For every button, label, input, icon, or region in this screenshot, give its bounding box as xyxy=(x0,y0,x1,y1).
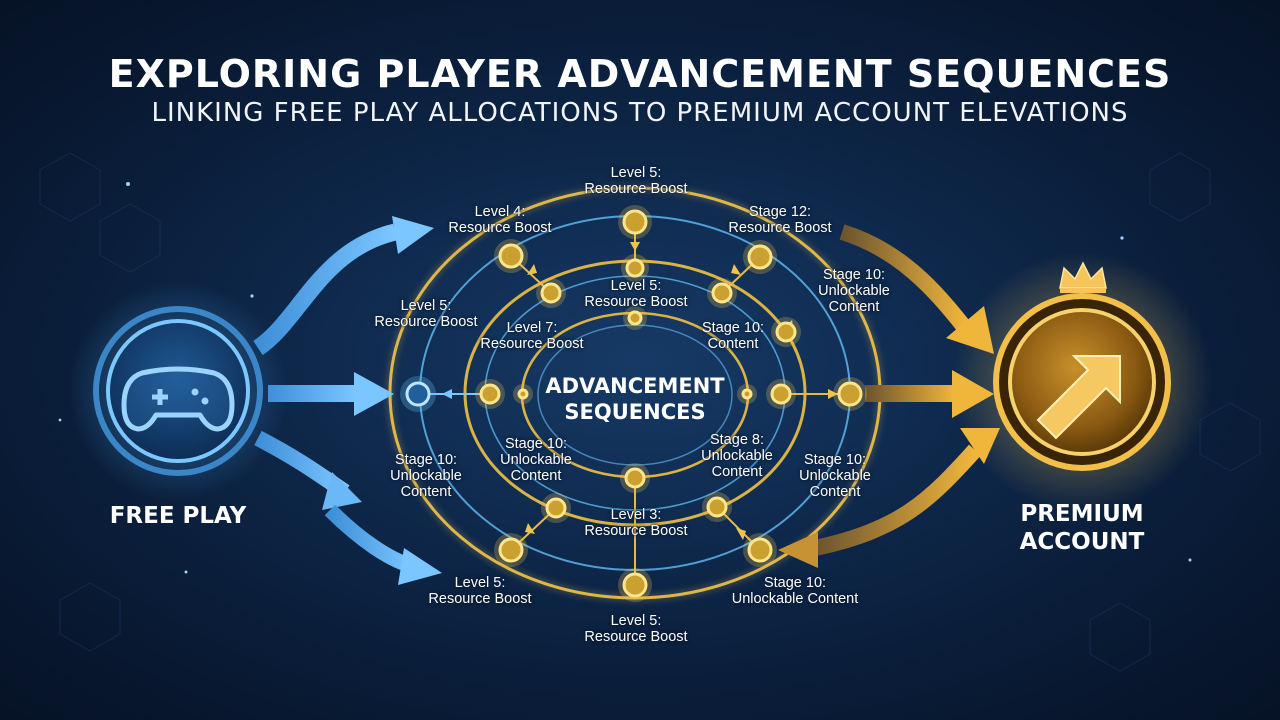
sequence-node[interactable] xyxy=(747,537,773,563)
node-label-text: Unlockable xyxy=(818,283,890,299)
node-label: Stage 10:Content xyxy=(648,320,818,352)
free-play-arrows xyxy=(253,216,442,585)
sequence-node[interactable] xyxy=(540,282,562,304)
node-label-title: Level 5: xyxy=(610,278,662,294)
node-label-title: Level 4: xyxy=(474,204,526,220)
page-title: EXPLORING PLAYER ADVANCEMENT SEQUENCES xyxy=(108,52,1172,96)
sequence-node[interactable] xyxy=(741,388,753,400)
node-label-text: Resource Boost xyxy=(374,314,478,330)
node-label-text: Resource Boost xyxy=(584,181,688,197)
center-title-line2: SEQUENCES xyxy=(564,400,706,424)
free-play-label: FREE PLAY xyxy=(109,503,247,529)
sequence-node[interactable] xyxy=(622,209,648,235)
node-label-text: Unlockable Content xyxy=(731,591,859,607)
crown-icon xyxy=(1059,261,1107,293)
node-label-text: Content xyxy=(707,336,759,352)
node-label-text: Resource Boost xyxy=(584,523,688,539)
center-title-line1: ADVANCEMENT xyxy=(545,374,725,398)
node-label: Level 7:Resource Boost xyxy=(447,320,617,352)
center-title: ADVANCEMENT SEQUENCES xyxy=(520,373,750,425)
sequence-node[interactable] xyxy=(545,497,567,519)
sequence-node[interactable] xyxy=(625,258,645,278)
node-label-title: Stage 10: xyxy=(394,452,458,468)
gamepad-icon xyxy=(121,366,235,432)
node-label-title: Level 5: xyxy=(454,575,506,591)
node-label-text: Resource Boost xyxy=(428,591,532,607)
node-label: Level 5:Resource Boost xyxy=(551,613,721,645)
node-label-text: Content xyxy=(828,299,880,315)
node-label: Level 3:Resource Boost xyxy=(551,507,721,539)
node-label-title: Level 5: xyxy=(610,613,662,629)
premium-label-line2: ACCOUNT xyxy=(1019,529,1145,555)
node-label-title: Level 3: xyxy=(610,507,662,523)
node-label-title: Level 5: xyxy=(400,298,452,314)
node-label-text: Content xyxy=(510,468,562,484)
sequence-node[interactable] xyxy=(770,383,792,405)
sequence-node[interactable] xyxy=(837,381,863,407)
node-label-title: Stage 10: xyxy=(504,436,568,452)
node-label-title: Level 7: xyxy=(506,320,558,336)
premium-account-label: PREMIUM ACCOUNT xyxy=(992,500,1172,556)
sequence-node[interactable] xyxy=(706,496,728,518)
node-label: Level 5:Resource Boost xyxy=(341,298,511,330)
node-label-title: Level 5: xyxy=(610,165,662,181)
node-label-text: Content xyxy=(711,464,763,480)
entry-node[interactable] xyxy=(405,381,431,407)
premium-arrows xyxy=(778,224,1000,568)
page-subtitle: LINKING FREE PLAY ALLOCATIONS TO PREMIUM… xyxy=(151,98,1129,128)
sequence-node[interactable] xyxy=(517,388,529,400)
node-label: Stage 10:Unlockable Content xyxy=(710,575,880,607)
node-label-text: Unlockable xyxy=(701,448,773,464)
node-label-text: Unlockable xyxy=(500,452,572,468)
sequence-node[interactable] xyxy=(627,310,643,326)
hex-background-pattern xyxy=(39,152,1261,672)
node-label-title: Stage 12: xyxy=(748,204,812,220)
node-label-text: Resource Boost xyxy=(584,629,688,645)
sequence-node[interactable] xyxy=(498,537,524,563)
node-label-text: Content xyxy=(400,484,452,500)
node-label-text: Resource Boost xyxy=(584,294,688,310)
node-label-text: Resource Boost xyxy=(480,336,584,352)
node-label-title: Stage 10: xyxy=(701,320,765,336)
sequence-node[interactable] xyxy=(498,243,524,269)
free-play-node[interactable] xyxy=(68,281,288,501)
node-label-title: Stage 10: xyxy=(803,452,867,468)
sequence-node[interactable] xyxy=(775,321,797,343)
node-label-title: Stage 10: xyxy=(763,575,827,591)
node-label-title: Stage 10: xyxy=(822,267,886,283)
node-label: Level 5:Resource Boost xyxy=(395,575,565,607)
sequence-node[interactable] xyxy=(479,383,501,405)
node-label: Level 5:Resource Boost xyxy=(551,165,721,197)
node-label-title: Stage 8: xyxy=(709,432,764,448)
sequence-node[interactable] xyxy=(747,244,773,270)
node-label: Level 4:Resource Boost xyxy=(415,204,585,236)
ring-nodes xyxy=(400,205,867,602)
sequence-node[interactable] xyxy=(622,572,648,598)
node-label-text: Content xyxy=(809,484,861,500)
arrow-up-right-icon xyxy=(1036,355,1121,440)
premium-label-line1: PREMIUM xyxy=(1020,501,1144,527)
sequence-node[interactable] xyxy=(711,282,733,304)
node-label-text: Unlockable xyxy=(390,468,462,484)
node-label-text: Resource Boost xyxy=(728,220,832,236)
node-label: Level 5:Resource Boost xyxy=(551,278,721,310)
node-label-text: Resource Boost xyxy=(448,220,552,236)
sequence-node[interactable] xyxy=(624,467,646,489)
node-label-text: Unlockable xyxy=(799,468,871,484)
node-label: Stage 12:Resource Boost xyxy=(695,204,865,236)
